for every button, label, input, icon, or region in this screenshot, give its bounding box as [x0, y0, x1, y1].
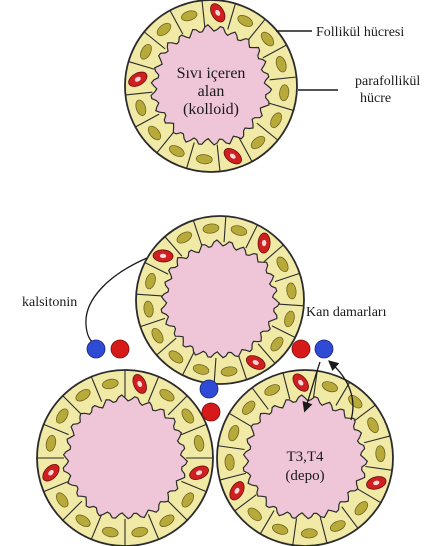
blood-vessel-blue-right — [315, 340, 333, 358]
parafollicular-label-line2: hücre — [360, 91, 391, 106]
colloid-label-line3: (kolloid) — [183, 101, 239, 118]
blood-vessel-blue-left — [87, 340, 105, 358]
blood-vessels-label: Kan damarları — [306, 305, 387, 320]
blood-vessel-red-right — [292, 340, 310, 358]
blood-vessel-blue-center — [200, 380, 218, 398]
blood-vessel-red-center — [202, 403, 220, 421]
follicle-cell-label: Follikül hücresi — [316, 25, 404, 40]
parafollicular-label-line1: parafollikül — [355, 74, 420, 89]
hormones-label-line2: (depo) — [285, 468, 324, 484]
colloid-label-line1: Sıvı içeren — [177, 65, 246, 82]
hormones-label-line1: T3,T4 — [286, 449, 324, 465]
colloid-label-line2: alan — [198, 83, 225, 100]
blood-vessel-red-left — [111, 340, 129, 358]
follicle-middle — [136, 216, 304, 384]
follicle-bottom-left — [37, 370, 213, 546]
calcitonin-label: kalsitonin — [22, 295, 77, 310]
